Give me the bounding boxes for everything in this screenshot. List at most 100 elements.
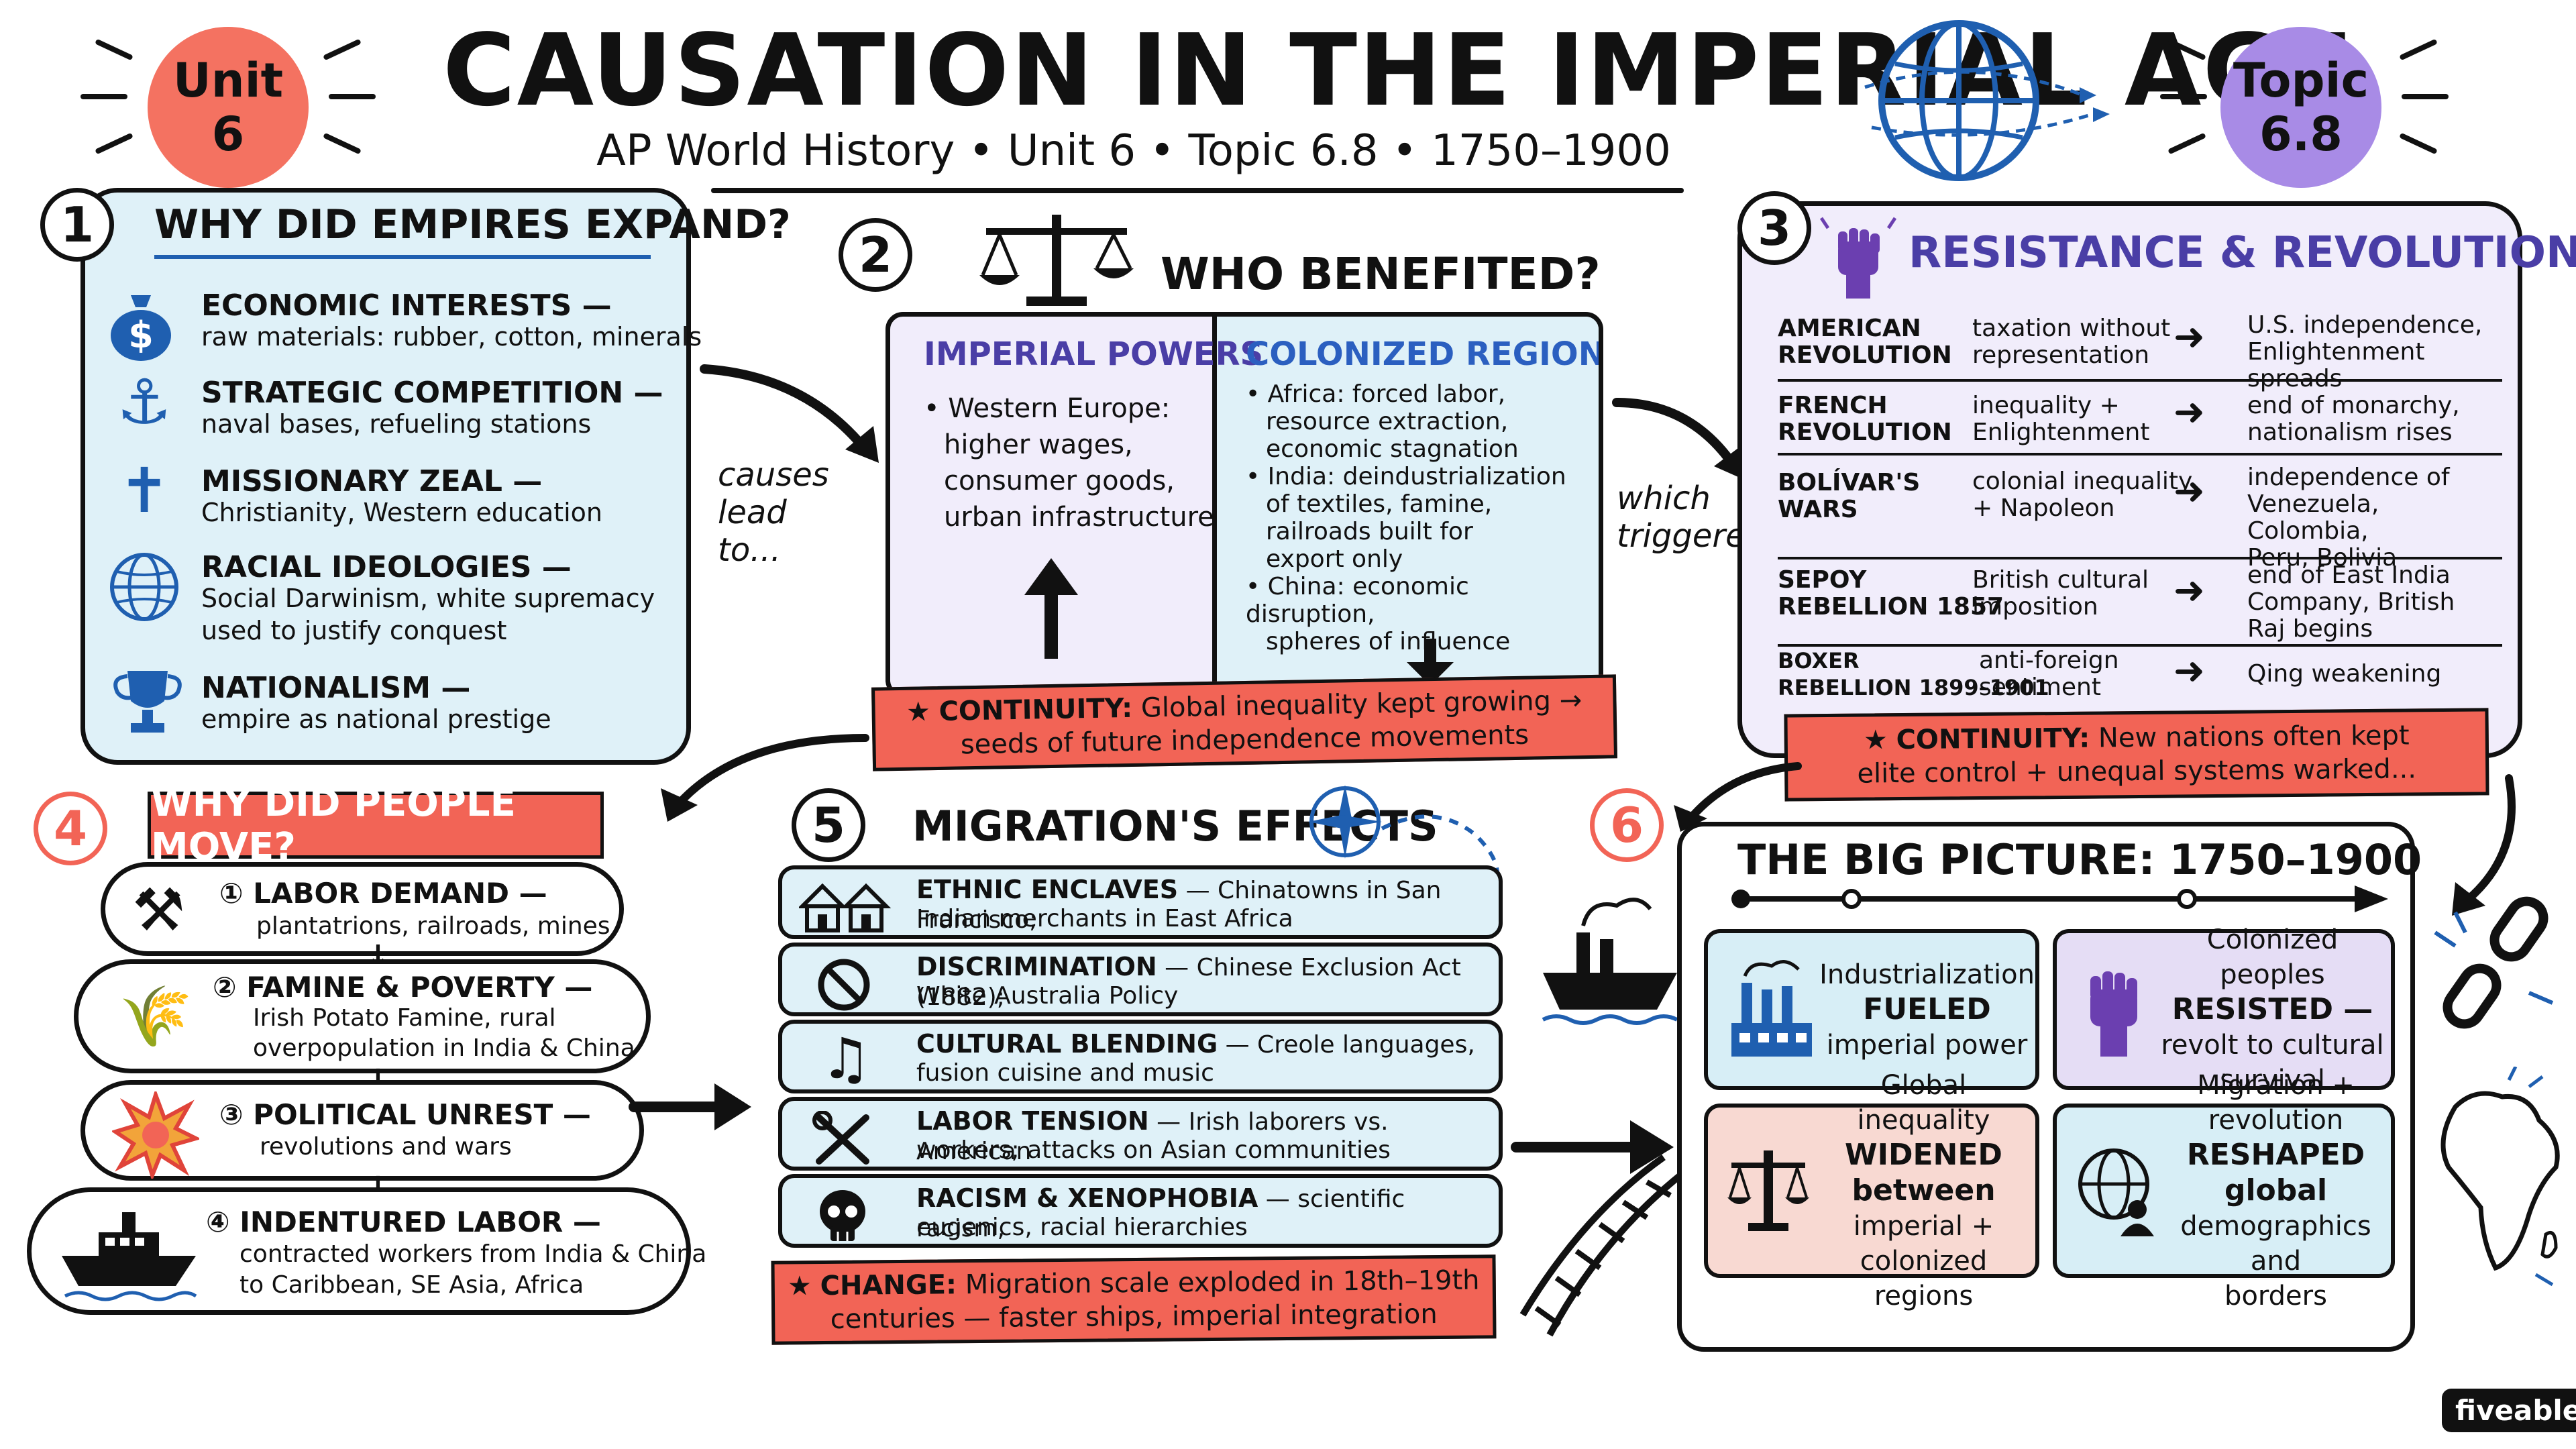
connector-line: lead xyxy=(718,494,787,531)
row-name-line: FRENCH xyxy=(1778,392,1888,419)
factory-icon xyxy=(1731,960,1812,1057)
arrow-to-section-2 xyxy=(700,364,879,463)
ribbon-text: ★ CHANGE: Migration scale exploded in 18… xyxy=(788,1263,1480,1336)
list-line: • Western Europe: xyxy=(924,393,1171,424)
item-sub: empire as national prestige xyxy=(201,704,551,734)
row-effect: Qing weakening xyxy=(2247,661,2441,688)
item-sub: Social Darwinism, white supremacy xyxy=(201,584,655,613)
effect-cultural-blending: ♫ CULTURAL BLENDING — Creole languages, … xyxy=(778,1020,1503,1093)
row-name-line: REVOLUTION xyxy=(1778,419,1952,446)
music-note-icon: ♫ xyxy=(820,1026,871,1091)
svg-text:$: $ xyxy=(128,314,154,356)
pick-hammer-icon: ⚒ xyxy=(132,875,185,945)
anchor-icon: ⚓ xyxy=(116,366,172,438)
card-line: Industrialization xyxy=(1819,959,2035,990)
spark-line xyxy=(329,94,376,99)
item-sub: plantatrions, railroads, mines xyxy=(256,912,610,940)
reason-unrest: ③ POLITICAL UNREST — revolutions and war… xyxy=(80,1080,644,1181)
item-sub: revolutions and wars xyxy=(260,1133,512,1161)
item-sub: raw materials: rubber, cotton, minerals xyxy=(201,322,702,352)
skull-icon xyxy=(820,1190,865,1241)
item-number: ② xyxy=(213,971,237,1004)
section-3-title: RESISTANCE & REVOLUTION xyxy=(1909,228,2576,278)
effect-line: end of East India xyxy=(2247,561,2451,589)
effect-head: LABOR TENSION xyxy=(916,1106,1149,1136)
benefit-table: IMPERIAL POWERS COLONIZED REGIONS • West… xyxy=(885,312,1603,698)
list-line: economic stagnation xyxy=(1266,435,1519,463)
card-text: Migration + revolution RESHAPED global d… xyxy=(2161,1068,2391,1313)
card-text: Global inequality WIDENED between imperi… xyxy=(1812,1068,2035,1313)
arrow-to-chain xyxy=(2452,774,2516,916)
globe-icon xyxy=(107,550,181,627)
right-arrow-icon: ➜ xyxy=(2174,649,2205,693)
list-line: higher wages, xyxy=(944,429,1133,460)
card-resisted: Colonized peoples RESISTED — revolt to c… xyxy=(2053,924,2395,1095)
africa-map-icon xyxy=(2440,1067,2560,1287)
row-name-line: REBELLION 1899–1901 xyxy=(1778,675,2049,700)
trophy-icon xyxy=(107,664,188,741)
item-head: INDENTURED LABOR — xyxy=(239,1205,601,1238)
effect-line: Company, British xyxy=(2247,588,2455,616)
card-line: borders xyxy=(2224,1281,2327,1311)
row-name-line: AMERICAN xyxy=(1778,315,1921,342)
table-divider xyxy=(1212,317,1217,693)
item-sub: Christianity, Western education xyxy=(201,498,602,527)
item-sub: naval bases, refueling stations xyxy=(201,409,592,439)
card-line: revolt to cultural xyxy=(2161,1029,2384,1061)
timeline-arrow xyxy=(1731,885,2388,912)
card-line: imperial + colonized xyxy=(1853,1211,1994,1277)
row-name-line: REVOLUTION xyxy=(1778,341,1952,369)
arrow-to-section-4 xyxy=(661,734,869,822)
item-head: STRATEGIC COMPETITION — xyxy=(201,376,663,410)
row-cause: colonial inequality+ Napoleon xyxy=(1972,468,2192,522)
item-head: RACIAL IDEOLOGIES — xyxy=(201,550,572,584)
colonized-regions-list: • Africa: forced labor, resource extract… xyxy=(1246,380,1599,655)
list-line: • China: economic disruption, xyxy=(1246,573,1469,628)
item-head: NATIONALISM — xyxy=(201,671,471,705)
globe-people-icon xyxy=(2078,1148,2154,1236)
card-line: Colonized peoples xyxy=(2206,924,2339,990)
spark-line xyxy=(95,38,133,61)
section-number-1: 1 xyxy=(40,188,114,262)
topic-badge-number: 6.8 xyxy=(2259,107,2343,162)
card-line: imperial power xyxy=(1826,1029,2028,1061)
card-bold: WIDENED between xyxy=(1845,1138,2002,1208)
railroad-icon xyxy=(1519,1154,1693,1337)
topic-badge: Topic 6.8 xyxy=(2220,27,2381,188)
up-arrow-icon xyxy=(1024,558,1078,659)
row-name-line: SEPOY xyxy=(1778,566,1867,594)
colonized-column-bg xyxy=(1217,317,1599,693)
arrow-to-section-6 xyxy=(1674,762,1802,832)
spark-line xyxy=(2399,132,2438,155)
raised-fist-icon xyxy=(1819,217,1897,299)
list-line: of textiles, famine, xyxy=(1266,490,1493,518)
right-arrow-icon: ➜ xyxy=(2174,470,2205,513)
row-name-line: BOLÍVAR'S xyxy=(1778,469,1921,496)
imperial-powers-title: IMPERIAL POWERS xyxy=(924,335,1264,373)
card-reshaped: Migration + revolution RESHAPED global d… xyxy=(2053,1070,2395,1311)
continuity-ribbon-2: ★ CONTINUITY: Global inequality kept gro… xyxy=(871,674,1618,771)
effect-text: — Creole languages, xyxy=(1218,1031,1475,1059)
effect-text: White Australia Policy xyxy=(916,982,1179,1010)
scale-icon xyxy=(1727,1150,1809,1231)
right-arrow-icon: ➜ xyxy=(2174,390,2205,434)
spark-line xyxy=(2402,94,2449,99)
list-line: • India: deindustrialization xyxy=(1246,463,1566,490)
row-name-line: WARS xyxy=(1778,496,1858,523)
card-line: demographics and xyxy=(2180,1211,2371,1277)
item-head: LABOR DEMAND — xyxy=(253,877,547,910)
unit-badge-number: 6 xyxy=(211,107,245,162)
spark-line xyxy=(323,38,362,61)
cause-line: British cultural xyxy=(1972,566,2149,594)
list-line: • Africa: forced labor, xyxy=(1246,380,1506,408)
cause-line: + Napoleon xyxy=(1972,494,2115,522)
effect-text: workers; attacks on Asian communities xyxy=(916,1136,1391,1164)
raised-fist-icon xyxy=(2090,971,2137,1057)
card-line: regions xyxy=(1874,1281,1974,1311)
